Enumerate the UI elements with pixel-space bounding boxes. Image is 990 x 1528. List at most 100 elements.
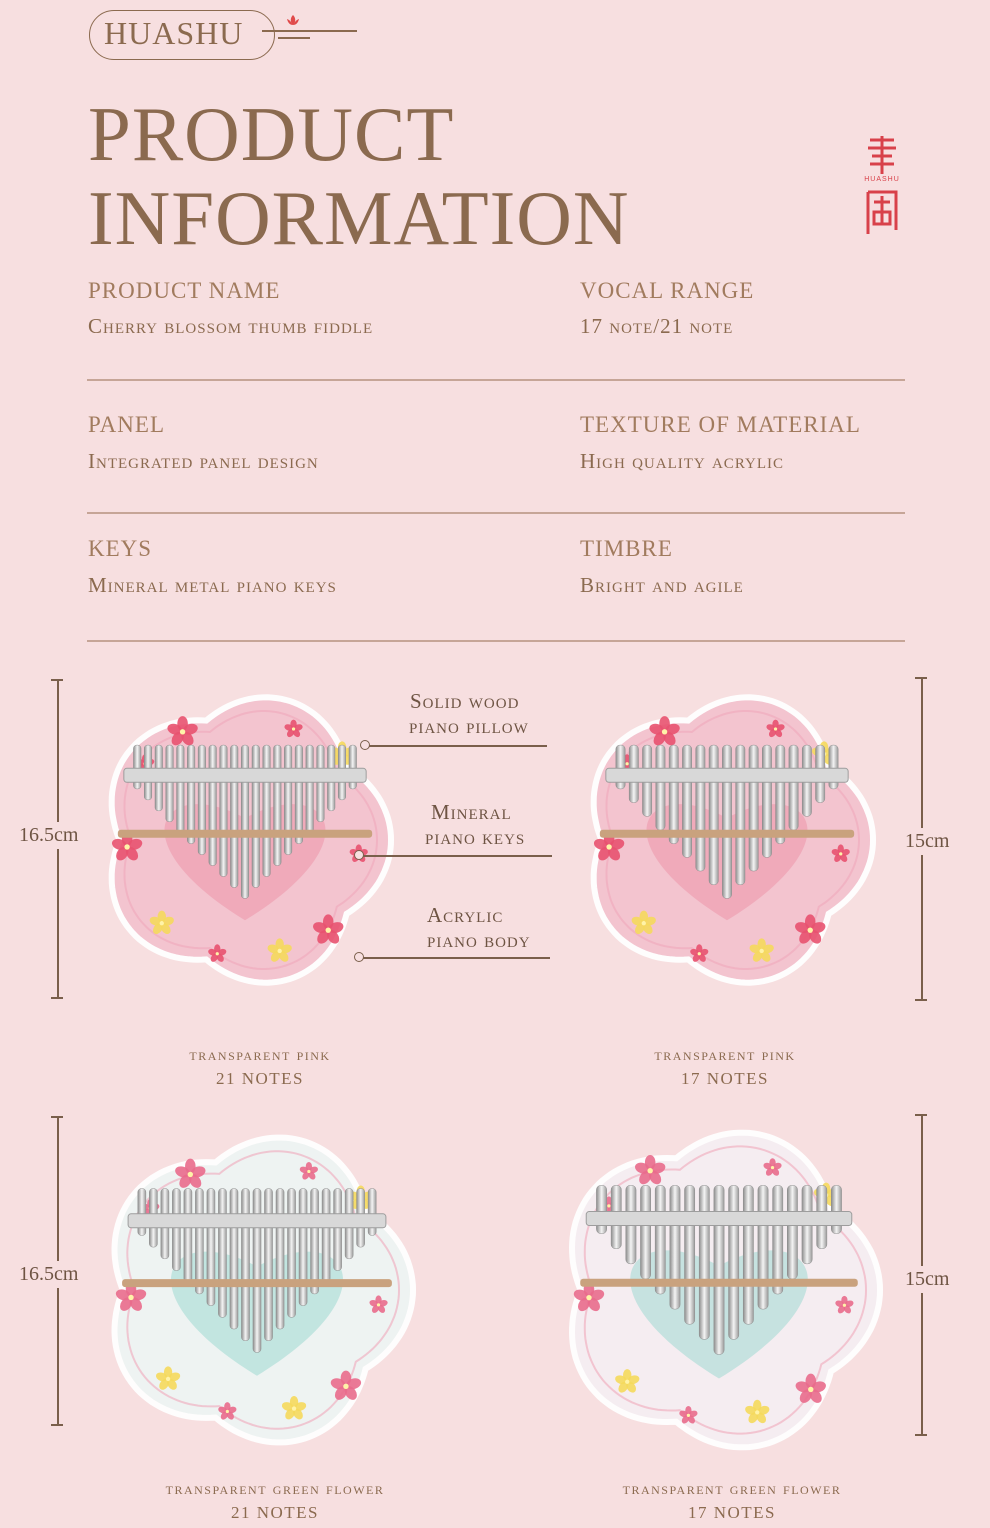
piano-key <box>187 744 196 844</box>
logo-divider-short <box>278 37 310 39</box>
piano-key <box>183 1188 193 1283</box>
dimension-label: 15cm <box>905 828 950 855</box>
piano-key <box>176 744 185 833</box>
piano-key <box>742 1185 754 1325</box>
piano-key <box>655 744 666 831</box>
piano-key <box>241 1188 250 1341</box>
piano-key <box>165 744 174 822</box>
product-name: transparent green flower <box>165 1479 385 1498</box>
brand-stamp: HUASHU <box>858 134 906 243</box>
piano-key <box>197 744 206 855</box>
product-notes: 17 NOTES <box>680 1069 770 1088</box>
callout-line1: Acrylic <box>427 903 504 927</box>
piano-key <box>367 1188 377 1236</box>
piano-key <box>316 744 325 822</box>
piano-key <box>684 1185 696 1325</box>
piano-key <box>668 744 679 844</box>
blossom-icon <box>795 1373 826 1403</box>
divider <box>87 379 905 381</box>
product-name: transparent green flower <box>622 1479 842 1498</box>
piano-key <box>708 744 719 885</box>
product-name: transparent pink <box>654 1045 796 1064</box>
spec-value-keys: Mineral metal piano keys <box>88 573 337 597</box>
page-title-line1: PRODUCT <box>88 91 455 177</box>
blossom-icon <box>831 844 850 862</box>
blossom-icon <box>218 1402 237 1420</box>
blossom-icon <box>330 1370 362 1400</box>
spec-value-material: High quality acrylic <box>580 449 784 473</box>
kalimba-image <box>590 694 877 986</box>
spec-value-product-name: Cherry blossom thumb fiddle <box>88 314 374 338</box>
callout-line1: Mineral <box>431 800 512 824</box>
piano-key <box>275 1188 285 1330</box>
dimension-label: 15cm <box>905 1266 950 1293</box>
blossom-icon <box>281 1395 307 1420</box>
piano-key <box>682 744 692 858</box>
blossom-icon <box>763 1158 782 1176</box>
spec-value-timbre: Bright and agile <box>580 573 744 597</box>
blossom-icon <box>631 910 656 935</box>
wood-pillow <box>580 1278 858 1287</box>
blossom-icon <box>615 1369 640 1393</box>
piano-key <box>294 744 303 844</box>
dimension-tick <box>915 1434 927 1436</box>
piano-key <box>252 1188 262 1353</box>
product-notes: 21 NOTES <box>215 1069 305 1088</box>
piano-key <box>262 744 271 877</box>
callout-dot <box>354 952 364 962</box>
callout-acrylic-body: Acrylic piano body <box>427 903 531 953</box>
spec-label-keys: KEYS <box>88 536 153 561</box>
blossom-icon <box>155 1366 181 1390</box>
piano-key <box>219 744 228 877</box>
piano-key <box>321 1188 331 1283</box>
divider <box>87 640 905 642</box>
piano-key <box>640 1185 651 1280</box>
blossom-icon <box>690 944 709 962</box>
spec-label-panel: PANEL <box>88 412 165 437</box>
dimension-label: 16.5cm <box>19 822 79 849</box>
piano-key <box>772 1185 784 1295</box>
dimension-tick <box>51 1116 63 1118</box>
piano-key <box>310 1188 319 1295</box>
spec-value-panel: Integrated panel design <box>88 449 319 473</box>
callout-line2: piano body <box>427 928 531 952</box>
piano-key <box>787 1185 798 1280</box>
piano-key <box>333 1188 342 1271</box>
blossom-icon <box>111 831 143 861</box>
piano-key <box>230 744 239 888</box>
piano-key <box>713 1185 725 1355</box>
blossom-icon <box>149 910 174 935</box>
spec-label-product-name: PRODUCT NAME <box>88 278 281 303</box>
wood-pillow <box>122 1279 392 1288</box>
callout-leader <box>362 957 550 959</box>
blossom-icon <box>649 716 680 746</box>
stamp-glyph-icon <box>866 136 898 234</box>
key-bridge <box>127 1213 387 1229</box>
blossom-icon <box>299 1161 318 1180</box>
dimension-tick <box>51 1424 63 1426</box>
callout-dot <box>354 850 364 860</box>
piano-key <box>788 744 799 831</box>
callout-mineral-keys: Mineral piano keys <box>425 800 525 850</box>
callout-line1: Solid wood <box>410 689 520 713</box>
blossom-icon <box>766 719 785 738</box>
blossom-icon <box>745 1399 770 1424</box>
piano-key <box>273 744 282 866</box>
product-notes: 21 NOTES <box>230 1503 320 1522</box>
blossom-icon <box>679 1405 698 1424</box>
wood-pillow <box>117 829 373 838</box>
piano-key <box>775 744 786 844</box>
spec-label-timbre: TIMBRE <box>580 536 673 561</box>
spec-label-material: TEXTURE OF MATERIAL <box>580 412 861 437</box>
spec-value-vocal-range: 17 note/21 note <box>580 314 734 338</box>
dimension-tick <box>51 679 63 681</box>
piano-key <box>735 744 746 885</box>
spec-label-vocal-range: VOCAL RANGE <box>580 278 755 303</box>
piano-key <box>698 1185 710 1340</box>
product-caption: transparent green flower 17 NOTES <box>552 1477 912 1525</box>
piano-key <box>298 1188 308 1306</box>
stamp-caption: HUASHU <box>864 176 900 183</box>
blossom-icon <box>313 914 344 944</box>
kalimba-image <box>108 694 395 986</box>
blossom-icon <box>208 944 227 962</box>
